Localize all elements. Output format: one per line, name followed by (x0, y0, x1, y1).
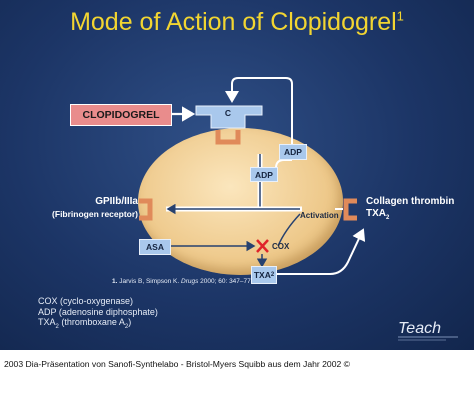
asa-box: ASA (139, 239, 171, 255)
collagen-label-line1: Collagen thrombin (366, 196, 455, 207)
inhibition-x (256, 239, 269, 253)
platelet-cell (138, 128, 343, 275)
legend-cox: COX (cyclo-oxygenase) (38, 296, 134, 306)
gp-receptor (139, 198, 153, 221)
clopidogrel-box: CLOPIDOGREL (70, 104, 172, 126)
right-receptor (343, 198, 357, 221)
legend: COX (cyclo-oxygenase) ADP (adenosine dip… (38, 296, 158, 332)
pathway-diagram (139, 77, 366, 275)
legend-adp: ADP (adenosine diphosphate) (38, 306, 158, 317)
slide: Mode of Action of Clopidogrel1 (0, 0, 474, 350)
logo-text: Teach (398, 320, 441, 337)
receptor-c-shape (195, 105, 263, 129)
teach-logo: Teach (396, 315, 460, 345)
activation-cox-path (277, 213, 301, 247)
gp-label-line2: (Fibrinogen receptor) (52, 209, 138, 219)
collagen-label: Collagen thrombin TXA2 (366, 196, 454, 224)
txa-right-label: TXA2 (366, 208, 390, 221)
receptor-c-label: C (224, 108, 232, 118)
cox-label: COX (272, 242, 290, 251)
adp-receptor (215, 130, 241, 145)
reference: 1. Jarvis B, Simpson K. Drugs 2000; 60: … (112, 278, 253, 285)
txa-loop-arrow (276, 228, 366, 275)
gp-label-line1: GPIIb/IIIa (95, 196, 138, 207)
adp-inside-box: ADP (250, 167, 278, 182)
adp-outside-box: ADP (279, 144, 307, 160)
adp-loop-arrow (225, 77, 293, 144)
legend-txa: TXA2 (thromboxane A2) (38, 317, 132, 330)
slide-title: Mode of Action of Clopidogrel1 (70, 8, 404, 36)
caption: 2003 Dia-Präsentation von Sanofi-Synthel… (4, 359, 350, 369)
adp-release-arrow (275, 159, 292, 176)
gp-label: GPIIb/IIIa (Fibrinogen receptor) (28, 196, 138, 220)
activation-label: Activation (300, 211, 339, 220)
